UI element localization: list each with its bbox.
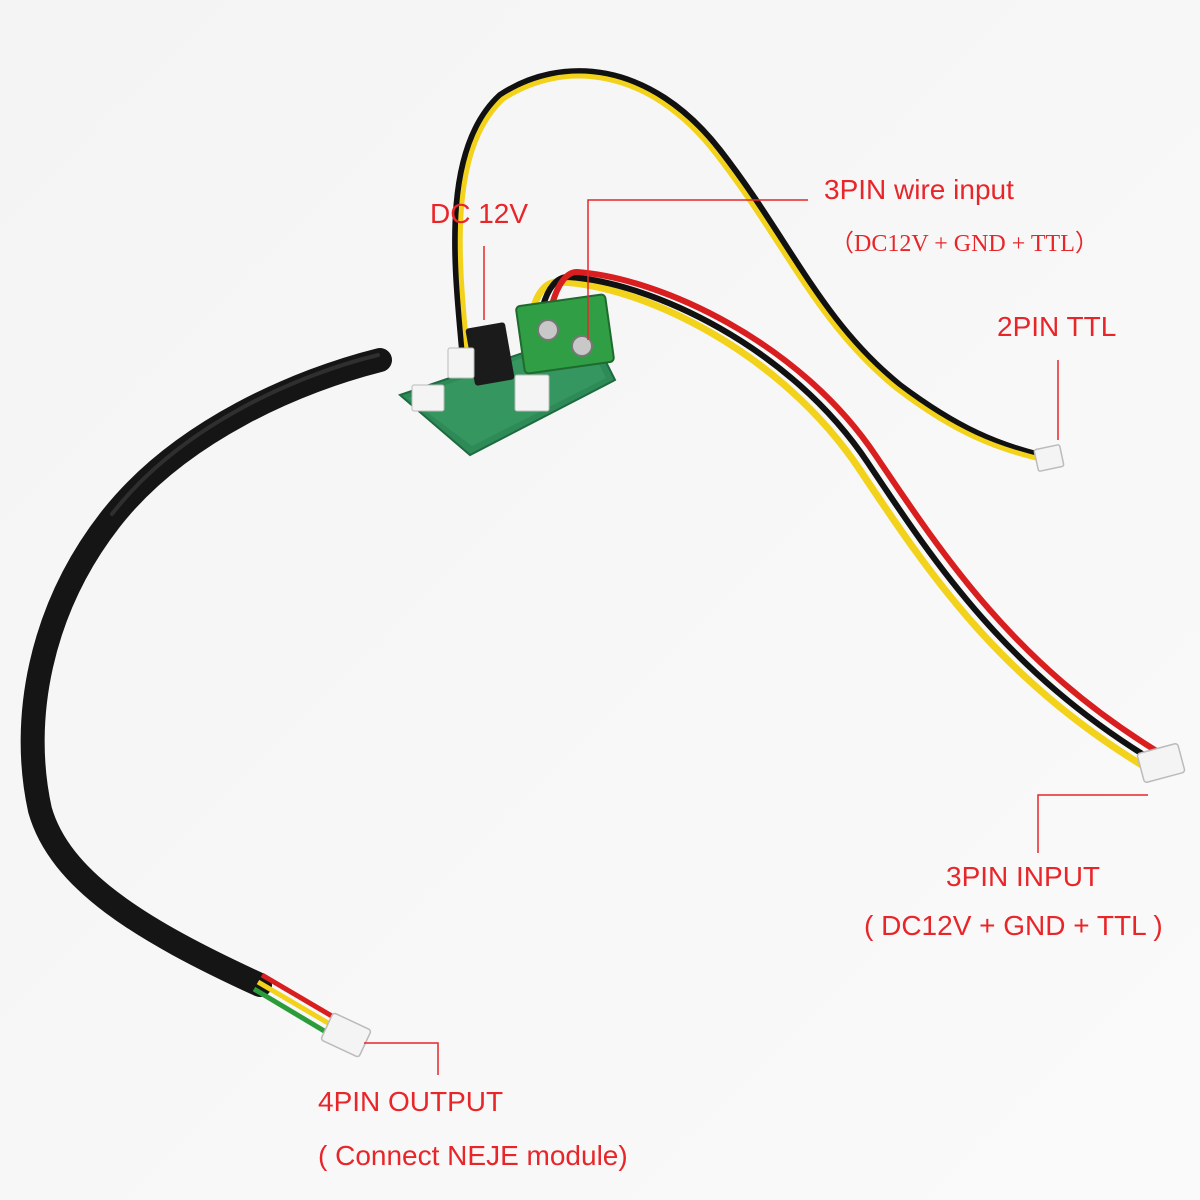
ttl-2pin-wire <box>452 68 1043 462</box>
label-wire-input-title: 3PIN wire input <box>824 174 1014 205</box>
terminal-block <box>515 293 615 375</box>
dc-jack <box>465 322 515 386</box>
output-4pin-wires <box>252 972 344 1041</box>
label-dc12v: DC 12V <box>430 198 529 229</box>
leader-lines <box>364 199 1148 1075</box>
label-output-4pin-detail: ( Connect NEJE module) <box>318 1140 628 1171</box>
output-4pin-connector <box>320 1012 372 1058</box>
header-4pin <box>411 384 445 412</box>
input-3pin-connector <box>1136 743 1186 783</box>
output-4pin-cable <box>20 348 392 997</box>
input-3pin-wire <box>525 268 1158 774</box>
label-ttl-2pin: 2PIN TTL <box>997 311 1117 342</box>
label-wire-input-detail: （DC12V + GND + TTL） <box>830 231 1099 257</box>
leader-output-4pin <box>364 1042 439 1075</box>
leader-input-3pin <box>1037 794 1148 853</box>
ttl-2pin-connector <box>1033 444 1065 472</box>
header-2pin <box>447 347 475 379</box>
label-input-3pin-title: 3PIN INPUT <box>946 861 1101 892</box>
leader-wire-input <box>587 199 808 340</box>
pcb-board <box>398 293 617 457</box>
header-3pin <box>514 374 550 412</box>
label-input-3pin-detail: ( DC12V + GND + TTL ) <box>864 910 1163 941</box>
label-output-4pin-title: 4PIN OUTPUT <box>318 1086 504 1117</box>
